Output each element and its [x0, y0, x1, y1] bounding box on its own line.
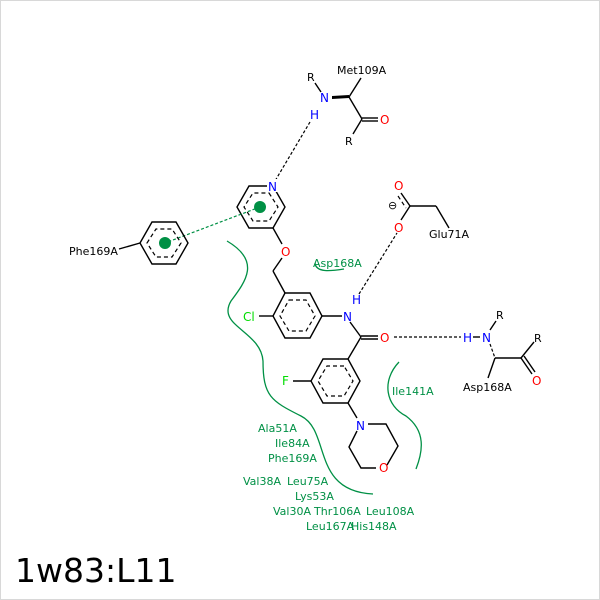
hashed-bond [489, 343, 496, 359]
residue-label-glu71: Glu71A [429, 228, 470, 241]
hydrophobic-contour-asp168 [314, 262, 345, 272]
atom-o: O [394, 179, 403, 193]
residue-label-met109: Met109A [337, 64, 387, 77]
bond [314, 82, 322, 93]
atom-h: H [352, 293, 361, 307]
bond [352, 118, 363, 135]
bond [272, 227, 283, 245]
fluorophenyl-ring [310, 358, 361, 404]
bond [489, 320, 497, 331]
bond [118, 242, 141, 250]
bond [487, 357, 496, 379]
hbond-glu71 [358, 232, 398, 295]
atom-o: O [380, 113, 389, 127]
bond [347, 402, 358, 419]
hydrophobic-residue: Leu167A [306, 520, 355, 533]
hydrophobic-residue: His148A [351, 520, 397, 533]
hydrophobic-residue: Ile84A [275, 437, 310, 450]
bond [348, 77, 362, 98]
bond [272, 257, 283, 272]
atom-r: R [496, 309, 504, 322]
atom-f: F [282, 374, 289, 388]
atom-r: R [345, 135, 353, 148]
hydrophobic-residue: Ala51A [258, 422, 297, 435]
hydrophobic-residue: Leu75A [287, 475, 329, 488]
residue-label-asp168-contact: Asp168A [313, 257, 362, 270]
bond [348, 96, 363, 120]
atom-o: O [380, 331, 389, 345]
atom-n: N [320, 91, 329, 105]
morpholine-ring [368, 423, 399, 466]
atom-cl: Cl [243, 310, 255, 324]
residue-label-phe169: Phe169A [69, 245, 118, 258]
atom-r: R [307, 71, 315, 84]
atom-r: R [534, 332, 542, 345]
atom-n: N [343, 310, 352, 324]
atom-o: O [379, 461, 388, 475]
aromatic-circle [279, 299, 316, 332]
bond [400, 192, 411, 207]
hydrophobic-residue: Lys53A [295, 490, 334, 503]
bond [520, 357, 533, 375]
atom-o: O [394, 221, 403, 235]
pi-center-dot [159, 237, 171, 249]
wedge-bond [332, 95, 349, 99]
atom-h: H [310, 108, 319, 122]
atom-o: O [532, 374, 541, 388]
charge-minus: ⊖ [388, 199, 397, 212]
bond [520, 341, 535, 359]
bond [349, 321, 362, 338]
atom-n: N [356, 419, 365, 433]
bond [400, 205, 411, 221]
aromatic-circle [146, 228, 182, 258]
bond [397, 195, 407, 209]
bond [523, 355, 536, 373]
bond [347, 336, 362, 360]
atom-n: N [268, 180, 277, 194]
bond [272, 270, 286, 294]
diagram-title: 1w83:L11 [15, 551, 177, 590]
bond [435, 205, 450, 229]
pi-stacking-line [164, 206, 261, 244]
residue-label-asp168: Asp168A [463, 381, 512, 394]
hydrophobic-residue: Phe169A [268, 452, 317, 465]
hbond-met109 [274, 121, 311, 182]
atom-h: H [463, 331, 472, 345]
atom-o: O [281, 245, 290, 259]
aromatic-circle [243, 192, 279, 222]
phe169-ring [139, 221, 189, 265]
hydrophobic-residue: Thr106A [313, 505, 361, 518]
pyridine-ring [236, 185, 286, 229]
hydrophobic-contour-left [226, 240, 374, 495]
hydrophobic-contour-right [387, 361, 422, 470]
residue-label-ile141: Ile141A [392, 385, 434, 398]
aromatic-circle [317, 365, 354, 397]
hydrophobic-residue: Val38A [243, 475, 281, 488]
hydrophobic-residue: Val30A [273, 505, 311, 518]
hydrophobic-residue: Leu108A [366, 505, 415, 518]
morpholine-ring [348, 430, 376, 469]
atom-n: N [482, 331, 491, 345]
